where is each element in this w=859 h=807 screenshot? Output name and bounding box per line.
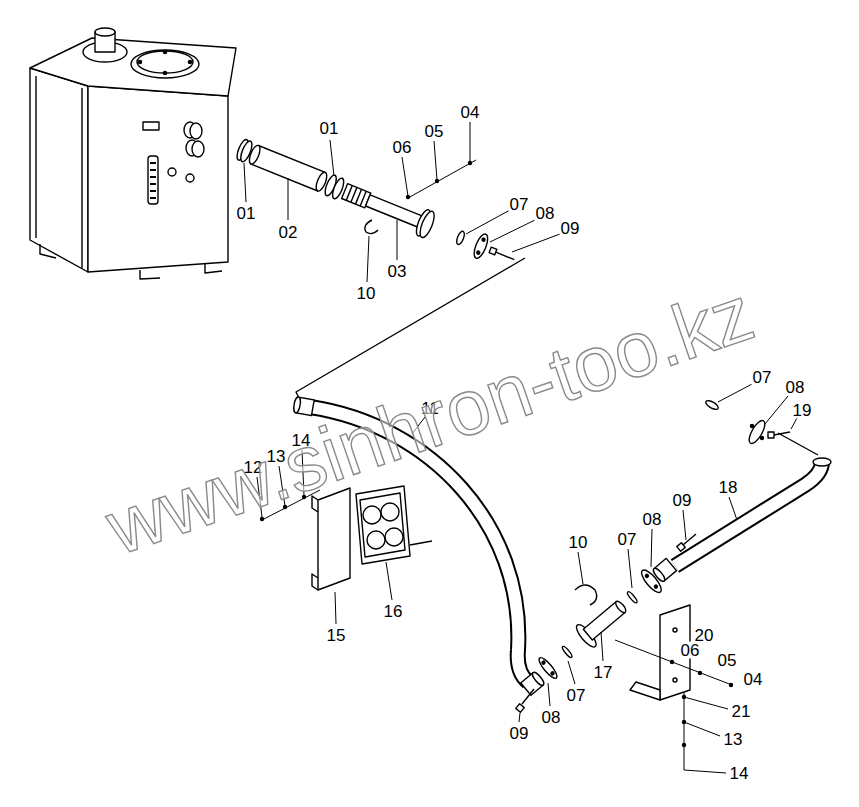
callout-number: 04: [743, 671, 764, 688]
watermark: www.sinhron-too.kz: [98, 273, 763, 567]
callout-number: 10: [568, 534, 589, 551]
callout-number: 08: [541, 709, 562, 726]
callout-number: 09: [672, 492, 693, 509]
callout-number: 03: [387, 263, 408, 280]
callout-number: 05: [424, 123, 445, 140]
callout-number: 05: [717, 652, 738, 669]
callout-number: 19: [792, 402, 813, 419]
callout-number: 10: [356, 285, 377, 302]
callout-number: 08: [785, 379, 806, 396]
callout-number: 07: [617, 531, 638, 548]
callout-number: 04: [460, 104, 481, 121]
callout-number: 08: [642, 511, 663, 528]
callout-number: 14: [729, 765, 750, 782]
callout-number: 02: [278, 224, 299, 241]
callout-number: 09: [509, 725, 530, 742]
callout-number: 21: [731, 703, 752, 720]
callout-number: 07: [566, 687, 587, 704]
callout-number: 01: [319, 120, 340, 137]
callout-number: 17: [593, 664, 614, 681]
callout-number: 09: [560, 220, 581, 237]
callout-number: 08: [535, 205, 556, 222]
callout-number: 13: [723, 731, 744, 748]
callout-number: 18: [718, 479, 739, 496]
callout-number: 15: [326, 627, 347, 644]
callout-number: 07: [752, 369, 773, 386]
callout-number: 06: [680, 642, 701, 659]
callout-number: 01: [236, 205, 257, 222]
callout-number: 06: [392, 139, 413, 156]
callout-number: 16: [383, 603, 404, 620]
callout-number: 07: [509, 196, 530, 213]
